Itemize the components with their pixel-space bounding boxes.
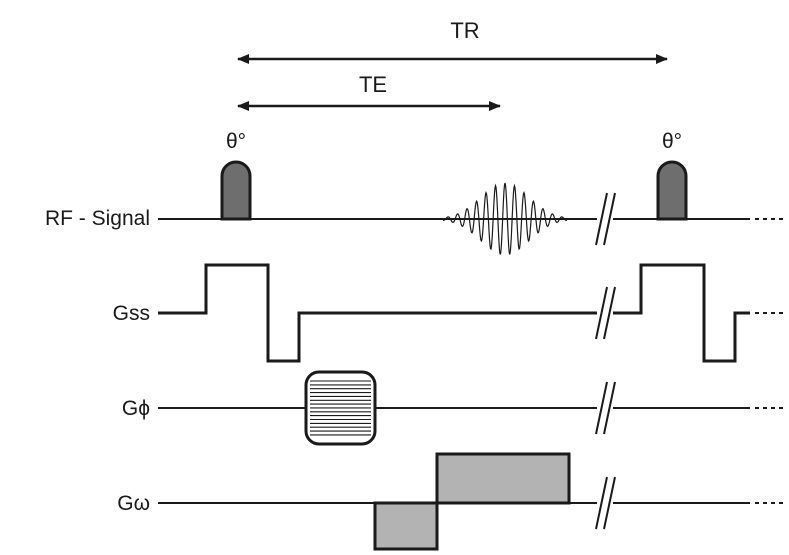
tr-label: TR	[450, 18, 479, 43]
gss-row	[158, 263, 785, 363]
gss-waveform-2	[613, 263, 750, 363]
row-label-rf-signal: RF - Signal	[45, 207, 150, 230]
rf-signal-row	[158, 160, 785, 255]
row-label-gphi: Gϕ	[122, 397, 150, 420]
gomega-break-mark	[595, 476, 616, 530]
te-label: TE	[359, 72, 387, 97]
rf-excitation-pulse-2	[656, 160, 688, 221]
te-interval: TE	[237, 72, 501, 111]
flip-angle-label-2: θ°	[662, 130, 682, 153]
row-label-gss: Gss	[113, 302, 150, 325]
gphi-break-mark	[595, 381, 616, 435]
readout-dephase-lobe	[373, 501, 439, 551]
gphi-row	[158, 370, 785, 446]
flip-angle-label-1: θ°	[226, 130, 246, 153]
phase-encoding-steps	[310, 380, 371, 436]
row-label-gomega: Gω	[117, 492, 150, 515]
readout-frequency-lobe	[435, 452, 571, 505]
rf-break-mark	[595, 192, 616, 246]
tr-interval: TR	[237, 18, 668, 64]
gss-break-mark	[595, 286, 616, 340]
gomega-row	[158, 452, 785, 551]
gss-waveform-1	[158, 263, 597, 363]
rf-excitation-pulse-1	[220, 160, 252, 221]
echo-signal	[443, 182, 567, 255]
